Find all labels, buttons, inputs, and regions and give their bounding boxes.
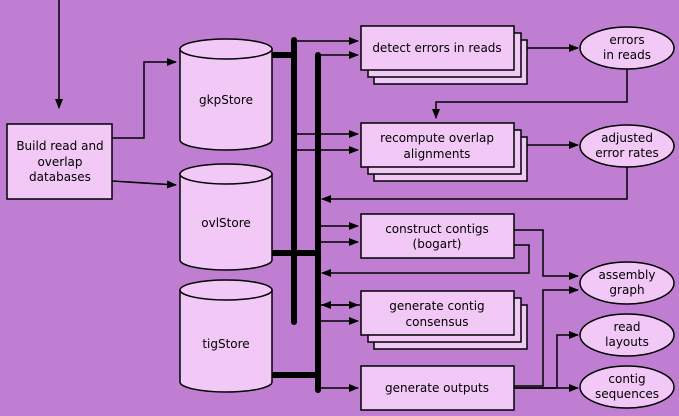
arrow-errors-to-recompute: [432, 69, 628, 119]
process-construct-line-2: (bogart): [413, 237, 462, 251]
process-detect: detect errors in reads: [360, 25, 528, 85]
output-errors-in-reads-shape: [579, 26, 675, 70]
arrow-construct-to-bus: [321, 244, 530, 277]
process-recompute: recompute overlap alignments: [360, 122, 528, 182]
output-read-layouts-line-1: read: [613, 320, 640, 334]
process-consensus-line-1: generate contig: [389, 299, 484, 313]
store-gkp: gkpStore: [179, 38, 273, 151]
process-construct-line-1: construct contigs: [385, 222, 489, 236]
output-adjusted-line-1: adjusted: [601, 131, 653, 145]
output-assembly-graph: assembly graph: [579, 261, 675, 305]
process-recompute-line-2: alignments: [404, 147, 471, 161]
data-buses: [269, 37, 321, 393]
process-consensus-line-2: consensus: [406, 315, 469, 329]
output-errors-in-reads-line-1: errors: [609, 33, 644, 47]
output-adjusted-error-rates-shape: [579, 124, 675, 168]
arrow-build-to-gkpstore: [112, 58, 177, 139]
process-outputs-line-1: generate outputs: [385, 381, 489, 395]
store-tig-top: [179, 279, 273, 301]
store-tig-label: tigStore: [202, 337, 249, 351]
output-errors-in-reads-line-2: in reads: [603, 48, 651, 62]
process-consensus: generate contig consensus: [360, 290, 528, 350]
store-gkp-body: [179, 48, 273, 151]
store-ovl: ovlStore: [179, 163, 273, 271]
arrow-build-to-ovlstore: [111, 180, 177, 189]
process-detect-line-1: detect errors in reads: [372, 41, 501, 55]
store-ovl-label: ovlStore: [201, 216, 251, 230]
store-gkp-label: gkpStore: [199, 93, 253, 107]
process-build-line-3: databases: [29, 170, 91, 184]
process-build-box: [6, 123, 113, 200]
store-ovl-body: [179, 173, 273, 271]
output-read-layouts-line-2: layouts: [605, 335, 649, 349]
connectors: [55, 0, 628, 392]
output-errors-in-reads: errors in reads: [579, 26, 675, 70]
output-contig-sequences: contig sequences: [579, 365, 675, 409]
output-assembly-graph-shape: [579, 261, 675, 305]
output-assembly-line-1: assembly: [599, 268, 656, 282]
output-adjusted-line-2: error rates: [595, 146, 659, 160]
process-recompute-line-1: recompute overlap: [380, 131, 494, 145]
store-tig-body: [179, 289, 273, 393]
store-gkp-top: [179, 38, 273, 60]
arrow-construct-to-assembly: [514, 229, 579, 280]
output-contig-sequences-line-2: sequences: [595, 387, 659, 401]
output-contig-sequences-line-1: contig: [608, 372, 645, 386]
output-read-layouts: read layouts: [579, 313, 675, 357]
process-detect-box: [360, 25, 515, 71]
arrow-outputs-to-assembly: [514, 286, 579, 387]
process-build-line-1: Build read and: [16, 139, 103, 153]
process-consensus-box: [360, 290, 515, 336]
process-build-line-2: overlap: [37, 155, 82, 169]
process-outputs-box: [360, 365, 515, 411]
output-adjusted-error-rates: adjusted error rates: [579, 124, 675, 168]
output-read-layouts-shape: [579, 313, 675, 357]
process-recompute-box: [360, 122, 515, 168]
process-construct: construct contigs (bogart): [360, 213, 515, 259]
process-outputs: generate outputs: [360, 365, 515, 411]
store-ovl-top: [179, 163, 273, 185]
output-assembly-line-2: graph: [609, 283, 644, 297]
store-tig: tigStore: [179, 279, 273, 393]
arrow-adjusted-to-bus: [321, 167, 628, 203]
process-construct-box: [360, 213, 515, 259]
process-build: Build read and overlap databases: [6, 123, 113, 200]
output-contig-sequences-shape: [579, 365, 675, 409]
